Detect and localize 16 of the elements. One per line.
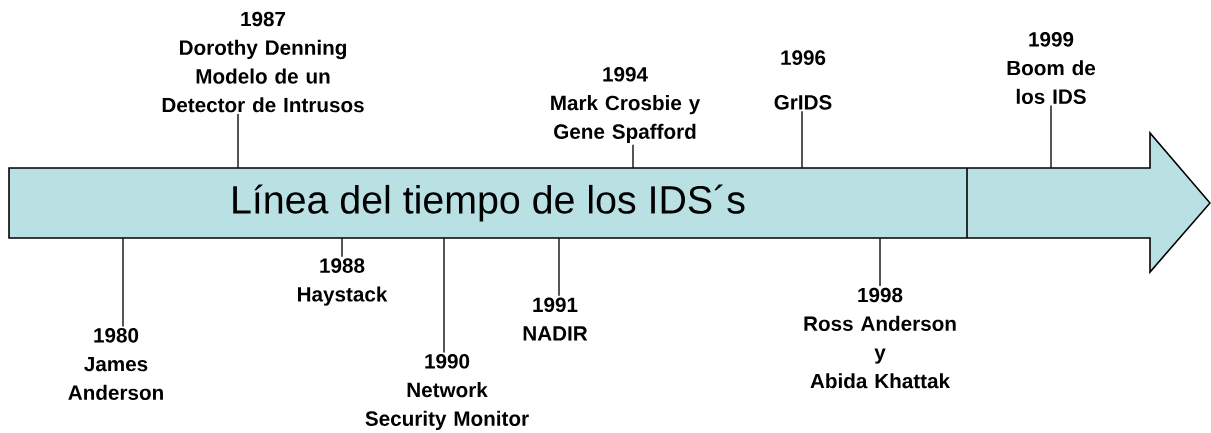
tick-line [237, 113, 239, 169]
tick-line [1050, 104, 1052, 169]
event-label: 1998 Ross Anderson y Abida Khattak [804, 287, 956, 389]
tick-line [558, 237, 560, 297]
event-label: 1990 Network Security Monitor [365, 354, 529, 431]
event-label: 1987 Dorothy Denning Modelo de un Detector de Intrusos [162, 11, 364, 113]
event-label: 1980 James Anderson [68, 328, 163, 400]
tick-line [341, 237, 343, 258]
tick-line [801, 110, 803, 169]
tick-line [879, 237, 881, 287]
tick-line [443, 237, 445, 354]
event-label: 1996 GrIDS [774, 50, 832, 110]
tick-line [632, 143, 634, 169]
tick-line [122, 237, 124, 328]
event-label: 1991 NADIR [523, 297, 588, 341]
event-label: 1999 Boom de los IDS [1007, 32, 1096, 104]
